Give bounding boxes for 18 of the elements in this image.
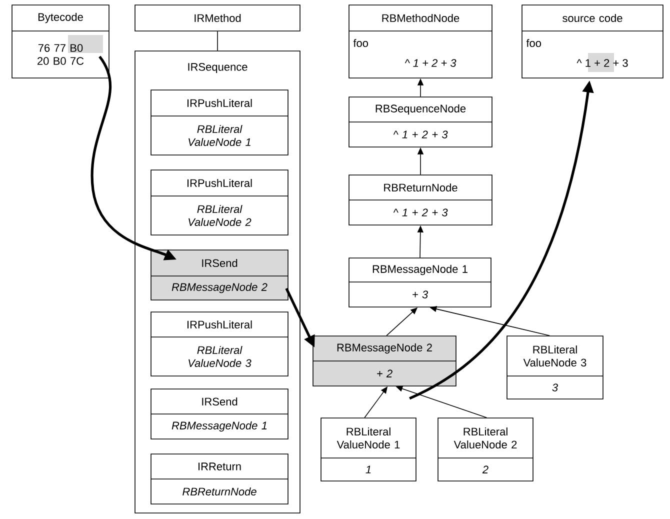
class-box: RBSequenceNode ^ 1 + 2 + 3 xyxy=(348,96,492,148)
class-box: RBReturnNode ^ 1 + 2 + 3 xyxy=(348,174,492,226)
class-box: IRMethod xyxy=(134,4,300,32)
class-box: RBMessageNode 2 + 2 xyxy=(312,336,456,386)
class-box: IRSend RBMessageNode 1 xyxy=(150,388,288,440)
class-box: IRReturn RBReturnNode xyxy=(150,454,288,504)
class-box: RBLiteral ValueNode 1 1 xyxy=(320,418,416,482)
class-box: IRPushLiteral RBLiteral ValueNode 3 xyxy=(150,312,288,376)
class-box: RBLiteral ValueNode 2 2 xyxy=(438,418,534,482)
class-box: IRPushLiteral RBLiteral ValueNode 1 xyxy=(150,90,288,156)
class-box: IRPushLiteral RBLiteral ValueNode 2 xyxy=(150,170,288,236)
class-box: RBLiteral ValueNode 3 3 xyxy=(506,336,604,400)
class-box: Bytecode 76 77 B0 20 B0 7C xyxy=(12,4,110,78)
class-box: RBMethodNode foo ^ 1 + 2 + 3 xyxy=(348,4,492,78)
class-box: RBMessageNode 1 + 3 xyxy=(348,258,492,308)
class-box: IRSend RBMessageNode 2 xyxy=(150,250,288,300)
connector-line xyxy=(217,31,218,51)
class-box: source code foo ^ 1 + 2 + 3 xyxy=(522,4,664,78)
